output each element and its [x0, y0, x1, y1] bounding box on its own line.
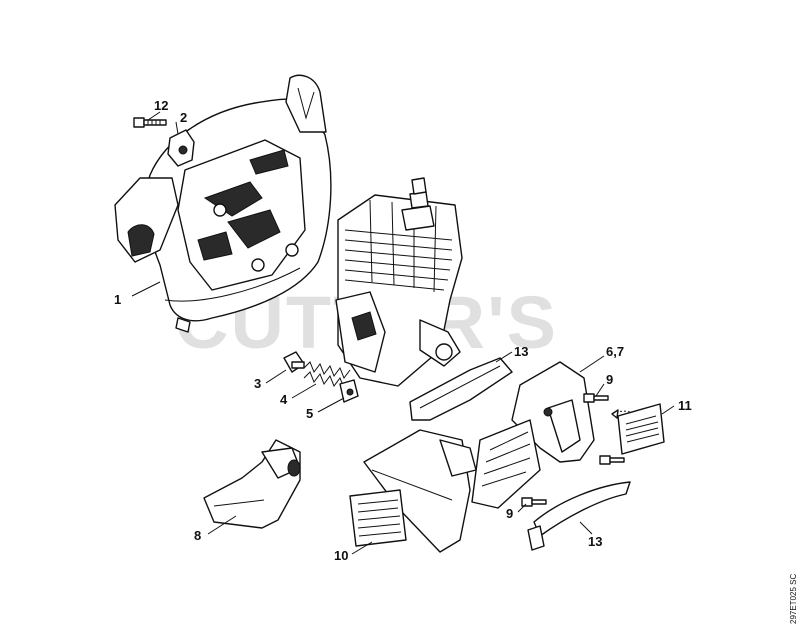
bracket-2-part — [167, 129, 195, 167]
bracket-8-part — [203, 439, 301, 529]
blower-housing-part — [114, 74, 332, 333]
callout-13-lower: 13 — [588, 534, 602, 549]
screw-12-part — [133, 117, 167, 128]
label-11-part — [611, 403, 665, 455]
trim-strip-13a-part — [409, 357, 513, 421]
cover-10-part — [363, 429, 477, 553]
screw-9c-part — [599, 455, 625, 465]
callout-1: 1 — [114, 292, 121, 307]
engine-part — [335, 177, 463, 387]
callout-13-upper: 13 — [514, 344, 528, 359]
callout-10: 10 — [334, 548, 348, 563]
callout-4: 4 — [280, 392, 288, 407]
screw-9a-part — [583, 393, 609, 403]
callout-6-7: 6,7 — [606, 344, 624, 359]
callout-8: 8 — [194, 528, 201, 543]
callout-9-upper: 9 — [606, 372, 613, 387]
plug-5-part — [339, 379, 359, 403]
nipple-3-part — [283, 351, 305, 373]
callout-2: 2 — [180, 110, 187, 125]
trim-strip-13b-part — [527, 481, 631, 551]
screw-9b-part — [521, 497, 547, 507]
callout-labels: 12 2 1 3 4 5 13 6,7 9 11 8 10 9 13 — [114, 98, 692, 563]
handle-6-7-part — [471, 361, 595, 509]
spring-4-part — [303, 361, 351, 389]
leader-lines — [131, 111, 675, 555]
figure-code: 297ET025 SC — [789, 574, 798, 624]
callout-5: 5 — [306, 406, 313, 421]
label-10-part — [349, 489, 407, 547]
callout-12: 12 — [154, 98, 168, 113]
callout-3: 3 — [254, 376, 261, 391]
callout-11: 11 — [678, 398, 692, 413]
callout-9-lower: 9 — [506, 506, 513, 521]
